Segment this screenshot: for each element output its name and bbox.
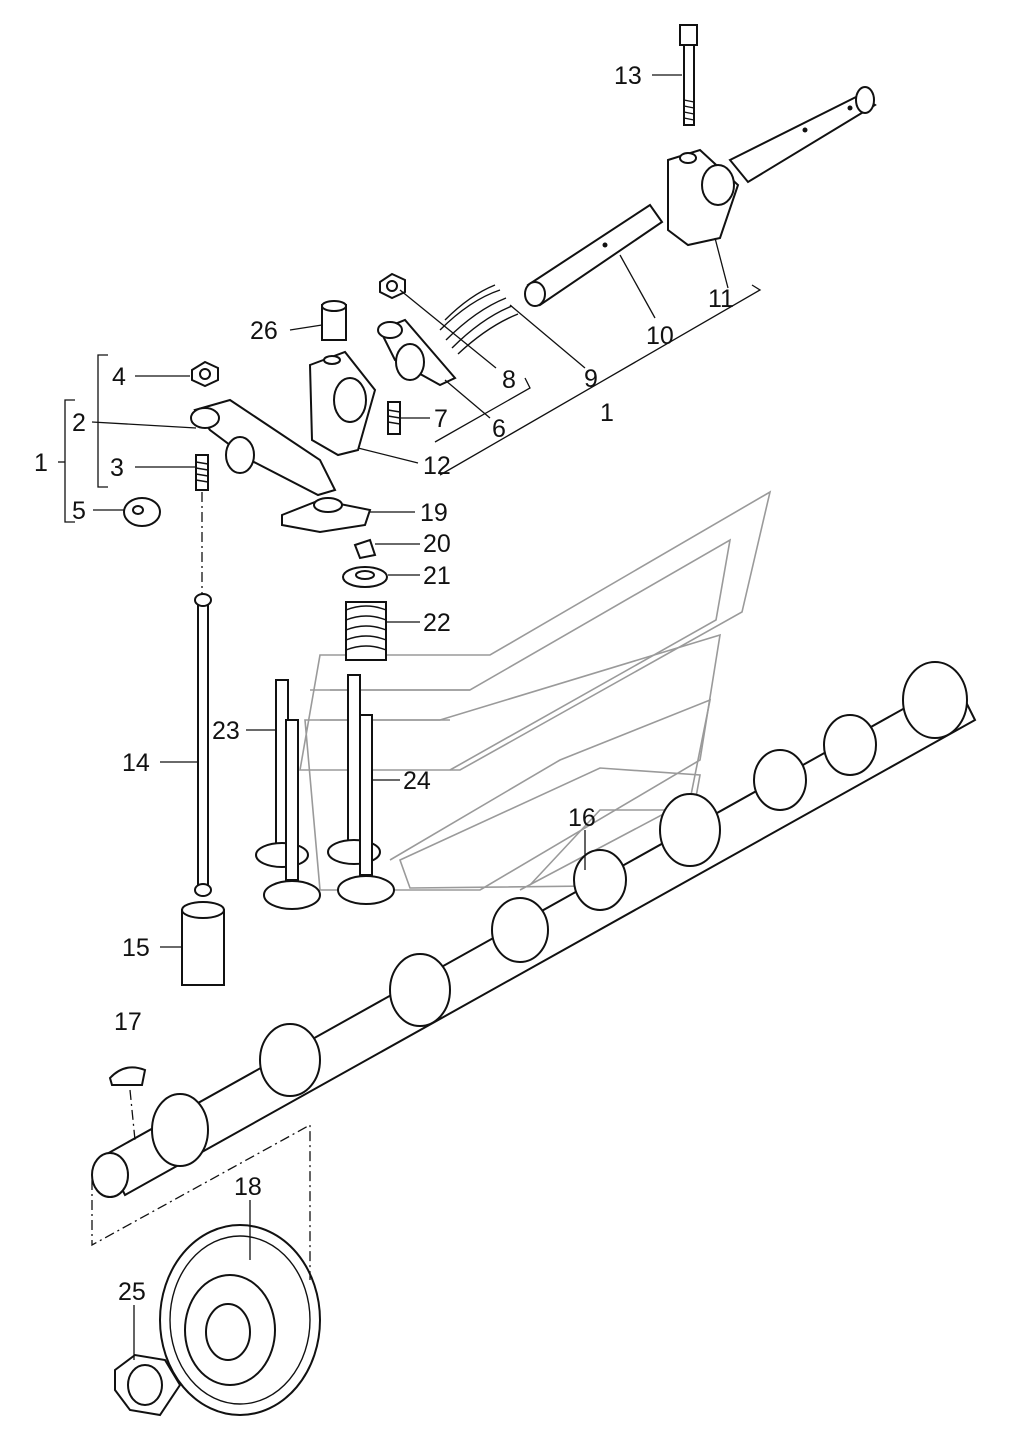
callout-6: 6	[492, 415, 506, 443]
callout-14: 14	[122, 749, 150, 777]
callout-26: 26	[250, 317, 278, 345]
callout-19: 19	[420, 499, 448, 527]
spring-9	[439, 284, 519, 355]
callout-18: 18	[234, 1173, 262, 1201]
callout-8: 8	[502, 366, 516, 394]
rocker-arm-2	[190, 398, 337, 497]
pushrod-14	[194, 492, 212, 897]
rocker-shaft-10	[524, 203, 664, 307]
bracket-right	[439, 284, 762, 476]
tappet-15	[181, 901, 225, 986]
valve-bridge-19	[281, 497, 372, 534]
callout-7: 7	[434, 405, 448, 433]
key-17	[108, 1066, 147, 1141]
valves-23	[255, 679, 321, 910]
callout-24: 24	[403, 767, 431, 795]
callout-23: 23	[212, 717, 240, 745]
gear-assembly-dashline	[91, 1123, 311, 1280]
gear-18	[159, 1224, 321, 1416]
shaft-support-12	[308, 350, 377, 457]
callout-9: 9	[584, 365, 598, 393]
valves-24	[327, 674, 395, 905]
callout-labels: 1 2 3 4 5 6 7 8 9 10 11 1 12 13 14 15 16…	[34, 62, 734, 1306]
callout-20: 20	[423, 530, 451, 558]
camshaft-16	[91, 661, 977, 1198]
callout-16: 16	[568, 804, 596, 832]
callout-3: 3	[110, 454, 124, 482]
callout-25: 25	[118, 1278, 146, 1306]
callout-21: 21	[423, 562, 451, 590]
nut-8	[379, 272, 406, 300]
leader-lines	[58, 74, 729, 1360]
callout-5: 5	[72, 497, 86, 525]
bracket-left-inner	[97, 354, 108, 488]
nut-4	[191, 360, 219, 388]
bracket-left	[64, 399, 75, 523]
bracket-right-inner	[434, 377, 531, 443]
callout-15: 15	[122, 934, 150, 962]
callout-11: 11	[708, 285, 734, 313]
valve-spring-22	[345, 601, 387, 661]
rocker-arm-6	[377, 318, 457, 387]
valve-collet-20	[353, 538, 377, 560]
callout-2: 2	[72, 409, 86, 437]
fitting-26	[321, 300, 347, 341]
callout-12: 12	[423, 452, 451, 480]
shaft-support-11	[667, 148, 740, 247]
callout-1-left: 1	[34, 449, 48, 477]
spring-retainer-21	[342, 566, 388, 588]
callout-22: 22	[423, 609, 451, 637]
nut-25	[114, 1353, 182, 1417]
callout-4: 4	[112, 363, 126, 391]
callout-10: 10	[646, 322, 674, 350]
adjust-screw-3	[195, 454, 209, 491]
callout-17: 17	[114, 1008, 142, 1036]
plug-5	[123, 497, 161, 527]
bolt-13	[679, 24, 698, 126]
callout-1-right: 1	[600, 399, 614, 427]
rocker-shaft-end	[728, 86, 877, 184]
adjust-screw-7	[387, 401, 401, 435]
callout-13: 13	[614, 62, 642, 90]
